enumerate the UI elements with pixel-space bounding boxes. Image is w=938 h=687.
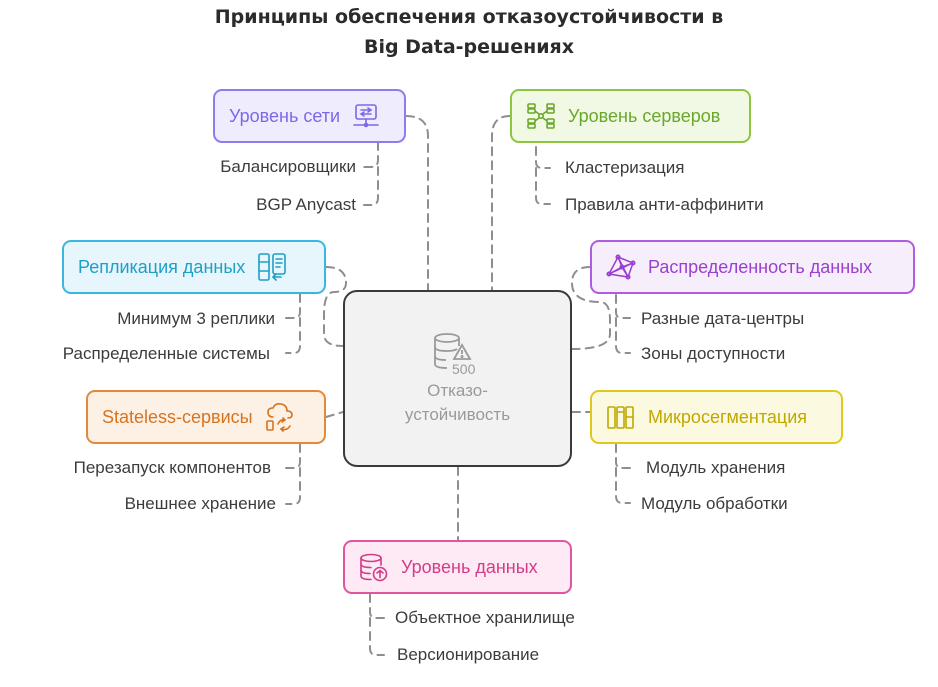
- distribution-label: Распределенность данных: [648, 256, 873, 277]
- data-level-node: Уровень данных: [343, 540, 572, 594]
- replication-icon: [258, 253, 287, 281]
- center-icon-text: 500: [452, 361, 476, 375]
- microsegmentation-label: Микросегментация: [648, 406, 808, 427]
- stateless-leaf-external-storage: Внешнее хранение: [124, 494, 276, 513]
- center-label-line-2: устойчивость: [404, 404, 511, 424]
- servers-leaf-anti-affinity: Правила анти-аффинити: [565, 195, 764, 214]
- network-level-label: Уровень сети: [229, 105, 341, 126]
- replication-leaf-min-replicas: Минимум 3 реплики: [117, 309, 275, 328]
- stateless-leaf-restart: Перезапуск компонентов: [73, 458, 271, 477]
- network-graph-icon: [606, 254, 636, 280]
- cloud-sync-icon: [265, 403, 293, 432]
- database-warning-icon: 500: [433, 332, 476, 375]
- title-line-2: Big Data-решениях: [363, 36, 575, 58]
- replication-node: Репликация данных: [62, 240, 326, 294]
- distribution-node: Распределенность данных: [590, 240, 915, 294]
- replication-label: Репликация данных: [78, 256, 246, 277]
- replication-leaf-distributed: Распределенные системы: [62, 344, 270, 363]
- cluster-icon: [527, 103, 555, 129]
- distribution-leaf-datacenters: Разные дата-центры: [641, 309, 805, 328]
- network-leaf-balancers: Балансировщики: [220, 157, 356, 176]
- segments-icon: [607, 406, 634, 429]
- microseg-leaf-processing-module: Модуль обработки: [641, 494, 788, 513]
- stateless-node: Stateless-сервисы: [86, 390, 326, 444]
- servers-level-label: Уровень серверов: [568, 105, 721, 126]
- diagram-title: Принципы обеспечения отказоустойчивости …: [0, 2, 938, 62]
- distribution-leaf-zones: Зоны доступности: [641, 344, 786, 363]
- network-level-node: Уровень сети: [213, 89, 406, 143]
- servers-level-node: Уровень серверов: [510, 89, 751, 143]
- center-node: 500 Отказо- устойчивость: [343, 290, 572, 467]
- stateless-label: Stateless-сервисы: [102, 406, 253, 427]
- title-line-1: Принципы обеспечения отказоустойчивости …: [214, 6, 724, 28]
- data-level-label: Уровень данных: [401, 556, 538, 577]
- center-label-line-1: Отказо-: [427, 380, 488, 400]
- network-leaf-bgp: BGP Anycast: [256, 195, 356, 214]
- data-leaf-versioning: Версионирование: [397, 645, 540, 664]
- switch-icon: [353, 104, 379, 128]
- data-leaf-object-storage: Объектное хранилище: [395, 608, 575, 627]
- servers-leaf-clustering: Кластеризация: [565, 158, 685, 177]
- database-upload-icon: [360, 553, 388, 582]
- microsegmentation-node: Микросегментация: [590, 390, 843, 444]
- microseg-leaf-storage-module: Модуль хранения: [646, 458, 786, 477]
